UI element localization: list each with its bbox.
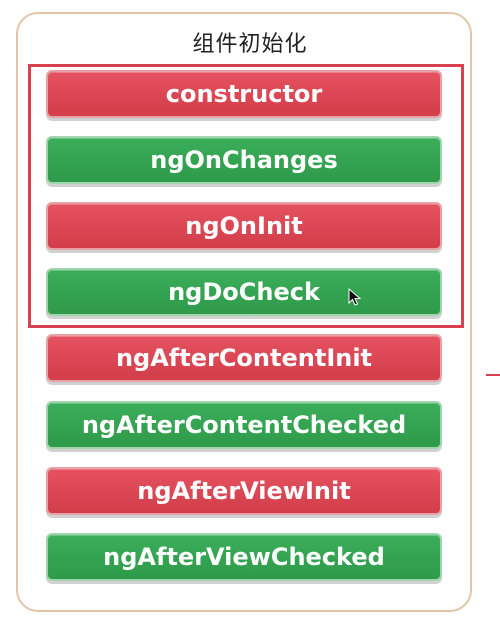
hook-ngonchanges: ngOnChanges xyxy=(46,136,442,184)
hook-ngaftercontentchecked: ngAfterContentChecked xyxy=(46,401,442,449)
connector-line xyxy=(486,374,500,376)
hook-ngafterviewinit: ngAfterViewInit xyxy=(46,467,442,515)
hook-ngdocheck: ngDoCheck xyxy=(46,268,442,316)
hook-constructor: constructor xyxy=(46,70,442,118)
highlight-box xyxy=(28,64,464,328)
hook-ngoninit: ngOnInit xyxy=(46,202,442,250)
hook-ngaftercontentinit: ngAfterContentInit xyxy=(46,334,442,382)
panel-title: 组件初始化 xyxy=(192,32,308,57)
hook-ngafterviewchecked: ngAfterViewChecked xyxy=(46,533,442,581)
mouse-pointer-icon xyxy=(348,288,362,306)
